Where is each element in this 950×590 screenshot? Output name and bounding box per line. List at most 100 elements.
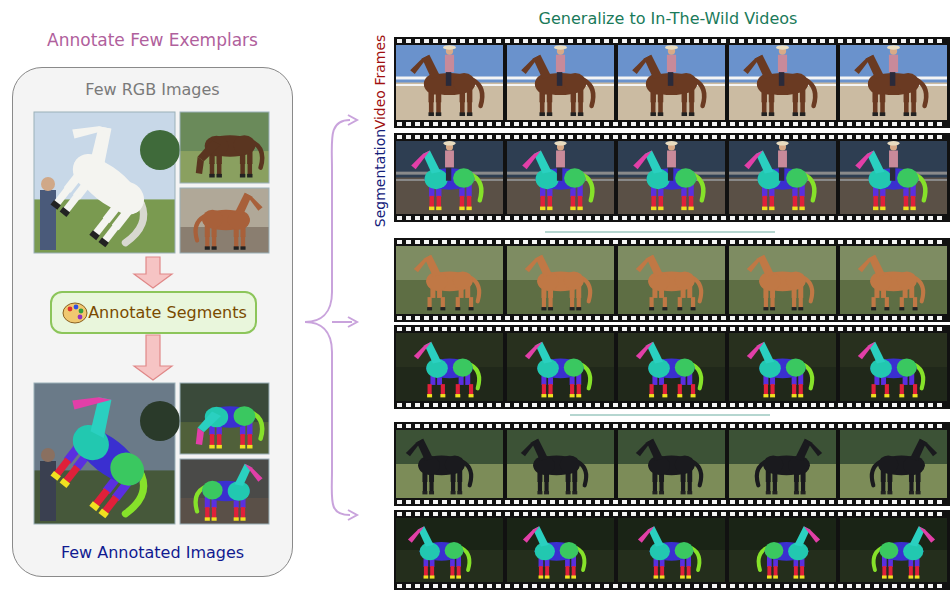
horse-leg bbox=[691, 384, 695, 395]
sprocket-hole bbox=[487, 216, 492, 220]
sprocket-hole bbox=[532, 403, 537, 407]
sprocket-hole bbox=[937, 216, 942, 220]
sprocket-hole bbox=[577, 424, 582, 428]
sprocket-hole bbox=[640, 327, 645, 331]
horse-head bbox=[523, 526, 539, 542]
horse-leg bbox=[689, 101, 694, 113]
horse-rump bbox=[453, 358, 473, 376]
sprocket-hole bbox=[838, 500, 843, 504]
sprocket-hole bbox=[748, 316, 753, 320]
sprocket-hole bbox=[802, 216, 807, 220]
video-frame bbox=[729, 333, 836, 401]
horse-leg bbox=[793, 101, 798, 113]
sprocket-hole bbox=[442, 216, 447, 220]
sprocket-hole bbox=[442, 424, 447, 428]
sprocket-hole bbox=[487, 512, 492, 516]
horse-rump bbox=[560, 455, 580, 473]
sprocket-hole bbox=[856, 424, 861, 428]
sprocket-hole bbox=[838, 122, 843, 126]
sprocket-hole bbox=[415, 327, 420, 331]
horse-leg bbox=[880, 101, 885, 113]
sprocket-hole bbox=[910, 316, 915, 320]
sprocket-hole bbox=[568, 403, 573, 407]
horse-head bbox=[633, 150, 652, 169]
sprocket-hole bbox=[406, 403, 411, 407]
sprocket-hole bbox=[397, 135, 402, 139]
sprocket-hole bbox=[820, 424, 825, 428]
rider-body bbox=[556, 150, 565, 167]
sprocket-hole bbox=[937, 327, 942, 331]
horse-leg bbox=[911, 101, 916, 113]
rider-body bbox=[889, 55, 898, 72]
horse-leg bbox=[881, 196, 885, 208]
sprocket-hole bbox=[811, 135, 816, 139]
sprocket-hole bbox=[487, 500, 492, 504]
sprocket-hole bbox=[631, 512, 636, 516]
horse-figure bbox=[743, 45, 815, 116]
sprocket-hole bbox=[469, 500, 474, 504]
horse-leg bbox=[548, 297, 552, 308]
horse-head bbox=[855, 150, 874, 169]
horse-leg bbox=[801, 481, 805, 492]
sprocket-hole bbox=[505, 327, 510, 331]
horse-leg bbox=[770, 297, 774, 308]
sprocket-hole bbox=[883, 135, 888, 139]
frame-sky bbox=[840, 45, 947, 120]
horse-figure bbox=[638, 526, 700, 578]
horse-hoof bbox=[682, 112, 687, 116]
sprocket-hole bbox=[883, 403, 888, 407]
sprocket-hole bbox=[667, 240, 672, 244]
horse-hoof bbox=[427, 307, 432, 310]
sprocket-hole bbox=[415, 122, 420, 126]
sprocket-hole bbox=[676, 216, 681, 220]
sprocket-hole bbox=[667, 327, 672, 331]
sprocket-hole bbox=[604, 584, 609, 588]
sprocket-hole bbox=[721, 216, 726, 220]
sprocket-hole bbox=[919, 240, 924, 244]
sprocket-hole bbox=[541, 122, 546, 126]
sprocket-hole bbox=[685, 135, 690, 139]
sprocket-hole bbox=[622, 316, 627, 320]
sprocket-hole bbox=[613, 424, 618, 428]
sprocket-hole bbox=[658, 216, 663, 220]
sprocket-hole bbox=[856, 500, 861, 504]
sprocket-hole bbox=[397, 316, 402, 320]
horse-leg bbox=[872, 297, 876, 308]
sprocket-hole bbox=[415, 135, 420, 139]
sprocket-hole bbox=[730, 39, 735, 43]
sprocket-hole bbox=[802, 584, 807, 588]
sprocket-hole bbox=[730, 403, 735, 407]
horse-leg bbox=[904, 196, 908, 208]
sprocket-hole bbox=[910, 512, 915, 516]
horse-leg bbox=[467, 196, 471, 208]
sprocket-hole bbox=[514, 403, 519, 407]
sprocket-hole bbox=[586, 584, 591, 588]
sprocket-hole bbox=[469, 216, 474, 220]
horse-head bbox=[196, 428, 204, 445]
sprocket-hole bbox=[541, 512, 546, 516]
horse-hoof bbox=[440, 307, 445, 310]
sprocket-hole bbox=[568, 584, 573, 588]
horse-leg bbox=[429, 196, 433, 208]
sprocket-hole bbox=[712, 512, 717, 516]
sprocket-hole bbox=[703, 424, 708, 428]
horse-hoof bbox=[89, 501, 99, 511]
frame-sky bbox=[618, 141, 725, 214]
frame-sky bbox=[396, 430, 503, 498]
sprocket-hole bbox=[775, 39, 780, 43]
horse-leg bbox=[653, 481, 657, 492]
photo-frame bbox=[180, 383, 269, 454]
sprocket-hole bbox=[649, 403, 654, 407]
sprocket-hole bbox=[793, 240, 798, 244]
horse-leg bbox=[577, 297, 581, 308]
sprocket-hole bbox=[892, 424, 897, 428]
sprocket-hole bbox=[541, 403, 546, 407]
sprocket-hole bbox=[892, 240, 897, 244]
sprocket-hole bbox=[568, 240, 573, 244]
divider bbox=[545, 231, 775, 233]
horse-head bbox=[804, 526, 820, 542]
sprocket-hole bbox=[550, 316, 555, 320]
sprocket-hole bbox=[577, 240, 582, 244]
sprocket-hole bbox=[676, 403, 681, 407]
rider-legs bbox=[668, 166, 673, 180]
